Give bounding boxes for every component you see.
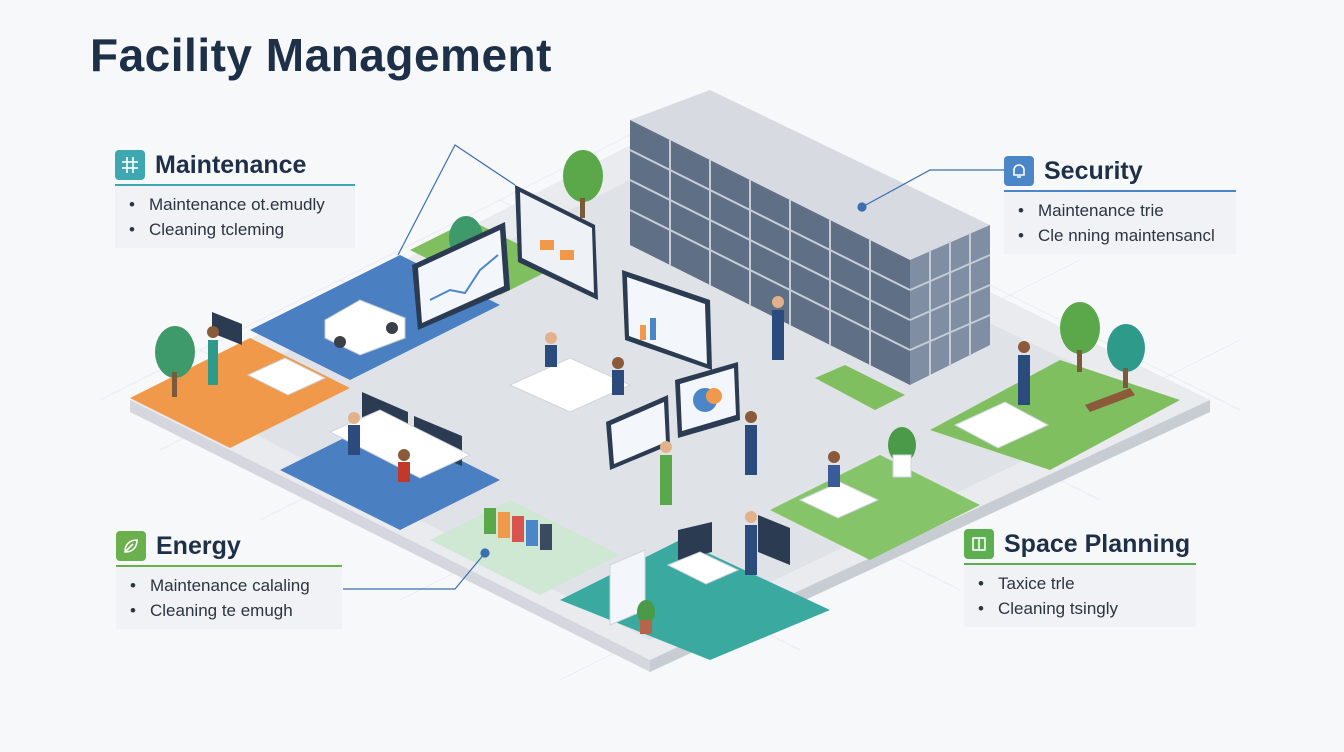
energy-card: Energy Maintenance calaling Cleaning te … xyxy=(116,531,342,629)
plants xyxy=(637,427,916,634)
list-item: Maintenance calaling xyxy=(130,573,328,598)
energy-list: Maintenance calaling Cleaning te emugh xyxy=(116,567,342,629)
energy-rule xyxy=(116,565,342,567)
list-item: Cleaning tsingly xyxy=(978,596,1182,621)
space-planning-rule xyxy=(964,563,1196,565)
people xyxy=(207,296,1030,575)
space-planning-list: Taxice trle Cleaning tsingly xyxy=(964,565,1196,627)
list-item: Cleaning te emugh xyxy=(130,598,328,623)
list-item: Maintenance ot.emudly xyxy=(129,192,341,217)
dashboard-screens xyxy=(212,185,790,626)
list-item: Maintenance trie xyxy=(1018,198,1222,223)
connector-lines xyxy=(343,144,1005,590)
security-title: Security xyxy=(1044,156,1143,185)
security-rule xyxy=(1004,190,1236,192)
maintenance-title: Maintenance xyxy=(155,150,307,179)
security-list: Maintenance trie Cle nning maintensancl xyxy=(1004,192,1236,254)
bell-icon xyxy=(1004,156,1034,186)
layout-icon xyxy=(964,529,994,559)
blue-zone-lower xyxy=(280,420,500,530)
space-planning-card: Space Planning Taxice trle Cleaning tsin… xyxy=(964,529,1196,627)
solar-panels xyxy=(953,401,1050,449)
maintenance-card: Maintenance Maintenance ot.emudly Cleani… xyxy=(115,150,355,248)
energy-title: Energy xyxy=(156,531,241,560)
office-building xyxy=(629,90,991,385)
security-card: Security Maintenance trie Cle nning main… xyxy=(1004,156,1236,254)
desks xyxy=(246,357,880,585)
list-item: Cle nning maintensancl xyxy=(1018,223,1222,248)
bench xyxy=(1085,388,1135,412)
green-zone-right xyxy=(770,455,980,560)
maintenance-list: Maintenance ot.emudly Cleaning tcleming xyxy=(115,186,355,248)
leaf-icon xyxy=(116,531,146,561)
trees xyxy=(155,150,1145,397)
energy-storage xyxy=(484,508,552,550)
maintenance-rule xyxy=(115,184,355,186)
car xyxy=(324,299,406,356)
page-title: Facility Management xyxy=(90,29,552,81)
list-item: Cleaning tcleming xyxy=(129,217,341,242)
energy-zone xyxy=(430,500,620,595)
space-planning-title: Space Planning xyxy=(1004,529,1191,558)
grid-icon xyxy=(115,150,145,180)
list-item: Taxice trle xyxy=(978,571,1182,596)
